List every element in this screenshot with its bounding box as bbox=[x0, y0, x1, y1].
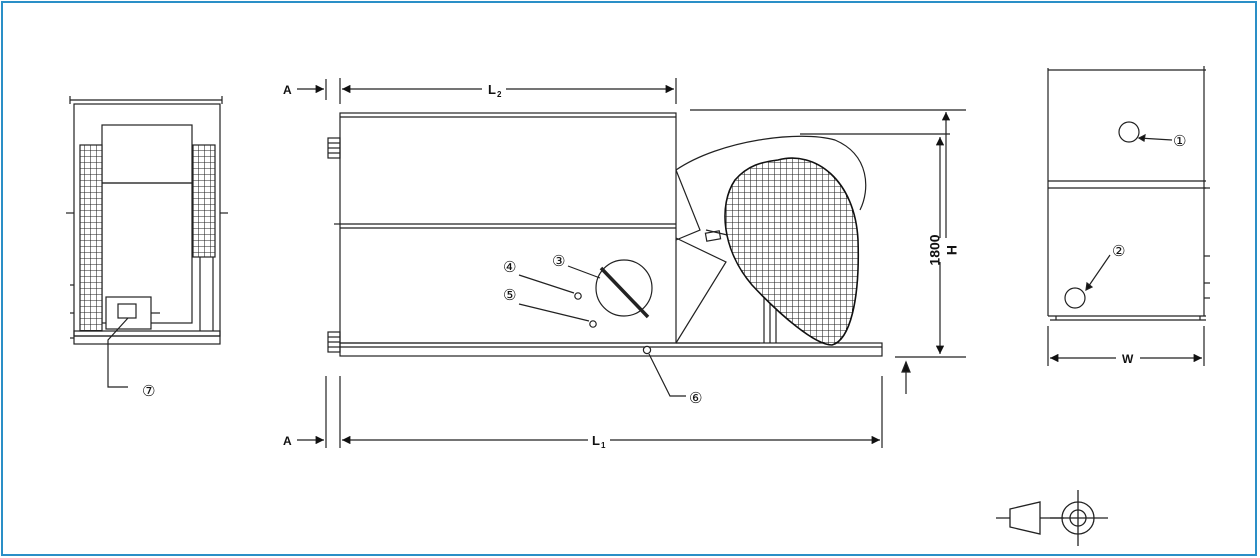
dim-a-top: A bbox=[283, 83, 292, 97]
air-inlet-mesh-left bbox=[79, 144, 103, 332]
connection-3-label: ③ bbox=[552, 252, 565, 270]
dim-l1: L bbox=[592, 433, 600, 448]
connection-5-label: ⑤ bbox=[503, 286, 516, 304]
end-view-left bbox=[66, 96, 228, 388]
fan-inlet-mesh bbox=[724, 157, 860, 346]
connection-4-label: ④ bbox=[503, 258, 516, 276]
port-5 bbox=[589, 320, 597, 328]
connection-1-nozzle bbox=[1118, 121, 1140, 143]
connection-7-label: ⑦ bbox=[142, 382, 155, 400]
side-view bbox=[297, 78, 966, 448]
dim-a-bottom: A bbox=[283, 434, 292, 448]
motor-box bbox=[105, 296, 152, 330]
port-6 bbox=[642, 345, 652, 355]
connection-1-label: ① bbox=[1173, 132, 1186, 150]
port-4 bbox=[574, 292, 582, 300]
dim-height-label: H bbox=[944, 245, 960, 255]
air-inlet-mesh-right bbox=[192, 144, 216, 258]
connection-2-nozzle bbox=[1064, 287, 1086, 309]
connection-6-label: ⑥ bbox=[689, 389, 702, 407]
connection-2-label: ② bbox=[1112, 242, 1125, 260]
third-angle-projection-icon bbox=[996, 490, 1108, 546]
access-door bbox=[595, 259, 653, 317]
dim-l2: L bbox=[488, 82, 496, 97]
dim-width-label: W bbox=[1122, 352, 1134, 366]
dim-l1-subscript: 1 bbox=[601, 441, 606, 450]
dim-height-value: 1800 bbox=[927, 234, 943, 265]
end-view-right bbox=[1047, 66, 1210, 366]
dim-l2-subscript: 2 bbox=[497, 90, 502, 99]
